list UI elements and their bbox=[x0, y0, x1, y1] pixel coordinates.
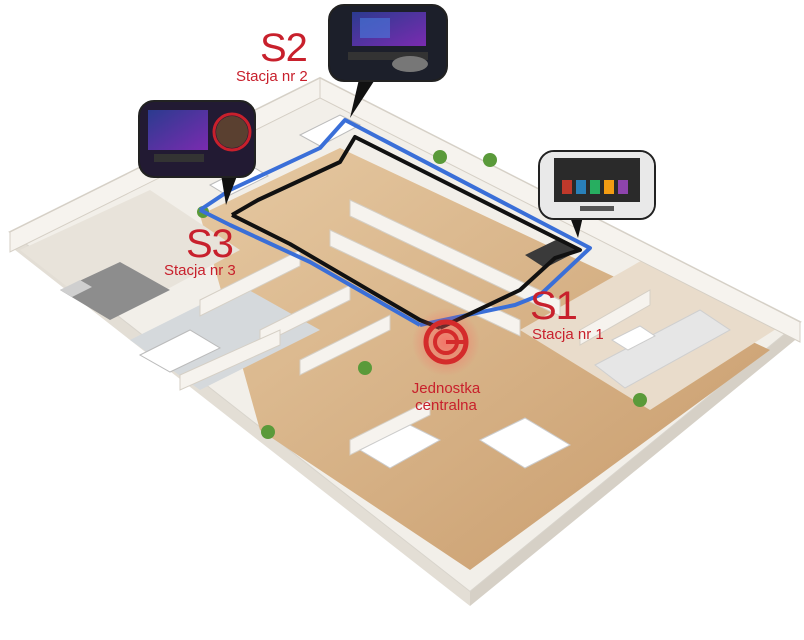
bed bbox=[60, 262, 170, 320]
bathtub bbox=[138, 329, 222, 373]
s2-code-label: S2 bbox=[260, 26, 308, 70]
tv-stand bbox=[525, 238, 580, 268]
central-unit-label: Jednostka centralna bbox=[398, 380, 494, 414]
gaming-monitor-icon bbox=[140, 102, 254, 176]
gaming-monitor-icon bbox=[330, 6, 446, 80]
dining-table bbox=[478, 417, 572, 469]
tv-screen-icon bbox=[540, 152, 654, 218]
s1-photo-bubble bbox=[538, 150, 656, 220]
coffee-table bbox=[610, 325, 656, 351]
plant bbox=[433, 150, 447, 164]
central-unit-label-line1: Jednostka bbox=[411, 380, 481, 397]
plant bbox=[483, 153, 497, 167]
floor-main bbox=[200, 148, 770, 570]
kitchen-island bbox=[358, 424, 442, 469]
furniture bbox=[60, 114, 731, 469]
s3-code-label: S3 bbox=[186, 222, 234, 266]
plant bbox=[633, 393, 647, 407]
sofa bbox=[594, 309, 731, 389]
apartment-base-side-right bbox=[470, 322, 800, 606]
central-unit-label-line2: centralna bbox=[415, 397, 477, 414]
bed-pillow bbox=[60, 280, 92, 297]
s2-name-label: Stacja nr 2 bbox=[236, 68, 308, 85]
central-unit-logo-icon bbox=[412, 308, 480, 376]
apartment-base-side bbox=[10, 232, 470, 606]
plant bbox=[358, 361, 372, 375]
s3-name-label: Stacja nr 3 bbox=[164, 262, 236, 279]
s2-bubble-pointer bbox=[350, 75, 378, 118]
s2-photo-bubble bbox=[328, 4, 448, 82]
s1-code-label: S1 bbox=[530, 284, 578, 328]
plant bbox=[261, 425, 275, 439]
blue-network-link bbox=[198, 118, 592, 327]
s3-photo-bubble bbox=[138, 100, 256, 178]
s1-name-label: Stacja nr 1 bbox=[532, 326, 604, 343]
